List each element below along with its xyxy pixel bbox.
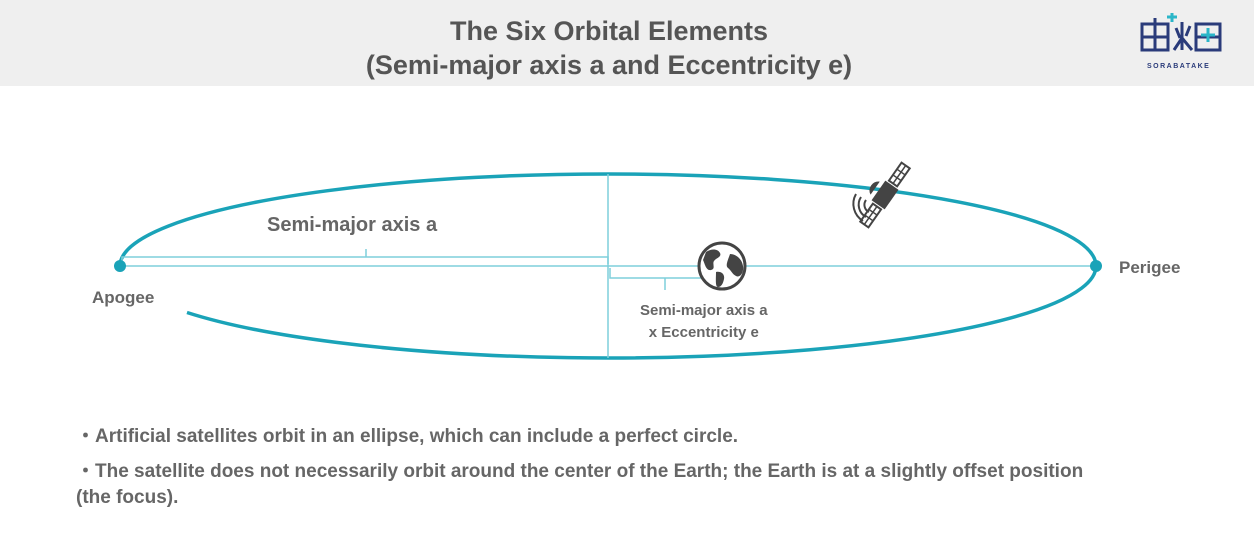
semi-major-axis-label: Semi-major axis a (267, 214, 438, 236)
earth-icon (697, 241, 747, 291)
bullet-2: ・The satellite does not necessarily orbi… (76, 461, 1084, 508)
satellite-icon (858, 161, 912, 229)
ae-label-line-2: x Eccentricity e (648, 324, 759, 341)
title-line-1: The Six Orbital Elements (449, 16, 769, 46)
apogee-label: Apogee (92, 288, 155, 307)
perigee-label: Perigee (1119, 258, 1181, 277)
bullet-1: ・Artificial satellites orbit in an ellip… (76, 426, 739, 447)
signal-waves-icon (852, 193, 870, 222)
ae-label-line-1: Semi-major axis a (640, 302, 768, 319)
ae-label: Semi-major axis a x Eccentricity e (640, 300, 768, 344)
perigee-point (1090, 260, 1102, 272)
header: The Six Orbital Elements (Semi-major axi… (0, 0, 1254, 86)
sorabatake-logo (1140, 13, 1222, 52)
title-line-2: (Semi-major axis a and Eccentricity e) (365, 50, 853, 80)
orbit-ellipse (118, 172, 1098, 360)
page-title: The Six Orbital Elements (Semi-major axi… (309, 14, 909, 82)
logo-subtext: SORABATAKE (1147, 63, 1211, 70)
semi-major-bracket (121, 249, 609, 264)
apogee-point (114, 260, 126, 272)
